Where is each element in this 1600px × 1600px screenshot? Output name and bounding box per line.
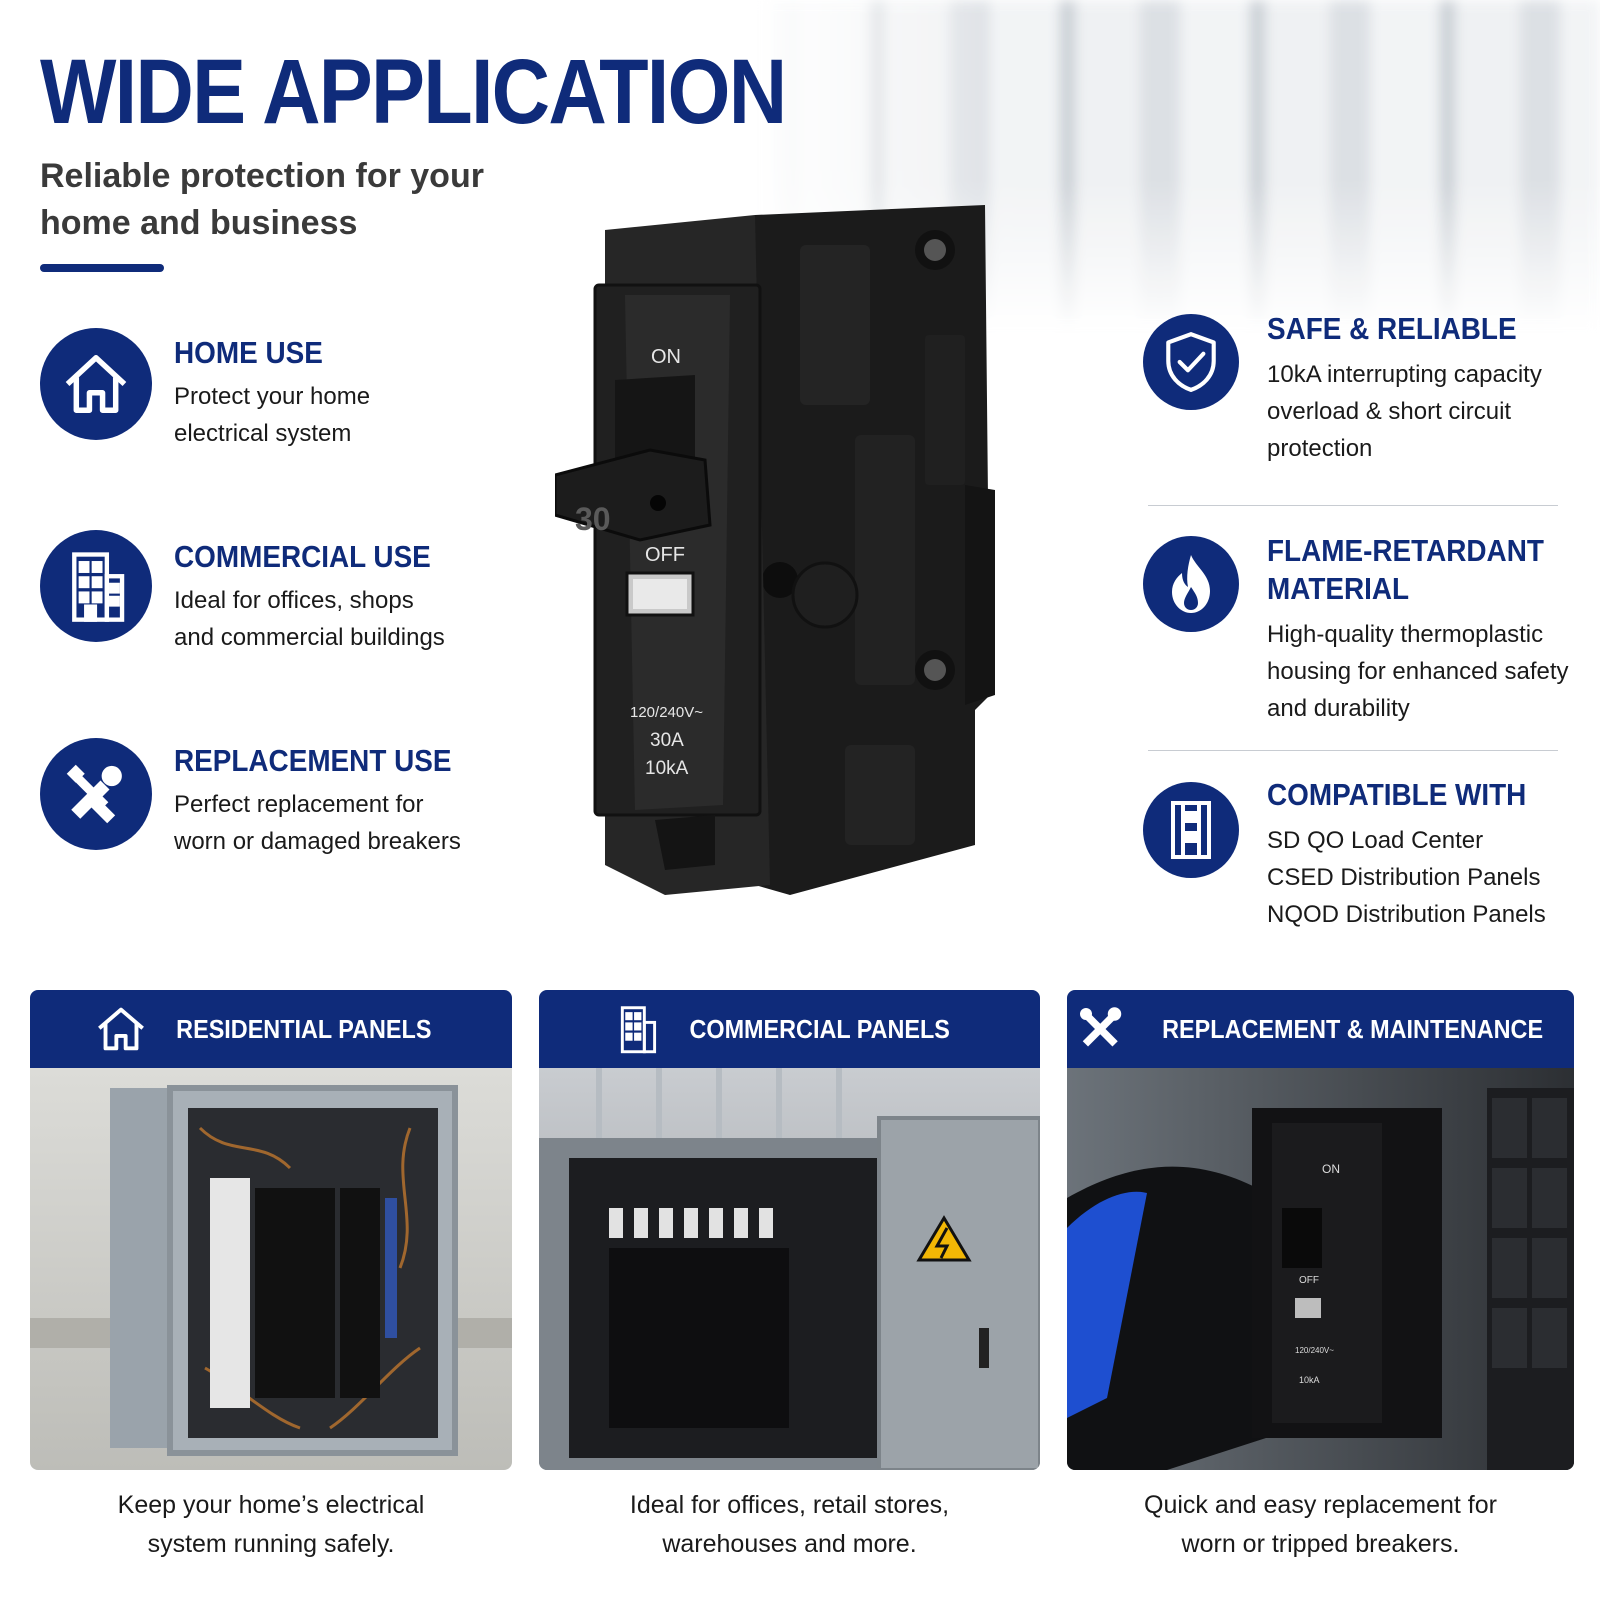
off-label: OFF — [1299, 1275, 1319, 1286]
feature-description: 10kA interrupting capacity overload & sh… — [1267, 361, 1542, 462]
card-commercial-panels: COMMERCIAL PANELS — [539, 990, 1040, 1470]
building-icon — [40, 530, 152, 642]
page-subtitle: Reliable protection for your home and bu… — [40, 157, 484, 242]
off-label: OFF — [645, 544, 685, 566]
handle-rating: 30 — [575, 501, 611, 537]
card-title: REPLACEMENT & MAINTENANCE — [1162, 1013, 1543, 1044]
feature-title: COMPATIBLE WITH — [1267, 777, 1527, 812]
page-title: WIDE APPLICATION — [40, 41, 787, 143]
house-icon — [98, 1007, 145, 1051]
feature-flame-retardant: FLAME-RETARDANT MATERIAL High-quality th… — [1143, 533, 1575, 727]
feature-compatible-with: COMPATIBLE WITH SD QO Load Center CSED D… — [1143, 777, 1555, 933]
feature-description: Perfect replacement for worn or damaged … — [174, 791, 461, 855]
current-label: 30A — [650, 730, 684, 751]
feature-title: HOME USE — [174, 335, 323, 370]
warning-sign-icon — [916, 1215, 972, 1262]
on-label: ON — [1322, 1162, 1340, 1176]
card-caption: Keep your home’s electrical system runni… — [117, 1491, 425, 1558]
on-label: ON — [651, 346, 681, 368]
house-icon — [40, 328, 152, 440]
card-title: RESIDENTIAL PANELS — [176, 1013, 432, 1044]
feature-title: SAFE & RELIABLE — [1267, 311, 1517, 346]
commercial-panel-image — [539, 1068, 1040, 1470]
feature-commercial-use: COMMERCIAL USE Ideal for offices, shops … — [40, 530, 459, 656]
feature-description: SD QO Load Center CSED Distribution Pane… — [1267, 827, 1546, 928]
card-header: REPLACEMENT & MAINTENANCE — [1067, 990, 1574, 1068]
voltage-label: 120/240V~ — [630, 704, 703, 721]
divider — [1148, 750, 1558, 751]
capacity-label: 10kA — [1299, 1375, 1320, 1385]
shield-check-icon — [1143, 314, 1239, 410]
card-header: RESIDENTIAL PANELS — [30, 990, 512, 1068]
circuit-breaker-image: 30 ON OFF 120/240V~ 30A 10kA — [555, 205, 995, 895]
feature-title-line2: MATERIAL — [1267, 571, 1410, 606]
card-caption: Quick and easy replacement for worn or t… — [1144, 1491, 1497, 1558]
card-title: COMMERCIAL PANELS — [689, 1013, 950, 1044]
feature-description: Ideal for offices, shops and commercial … — [174, 587, 445, 651]
feature-description: Protect your home electrical system — [174, 383, 371, 447]
card-header: COMMERCIAL PANELS — [539, 990, 1040, 1068]
tools-icon — [1079, 1007, 1122, 1047]
feature-safe-reliable: SAFE & RELIABLE 10kA interrupting capaci… — [1143, 311, 1544, 467]
voltage-label: 120/240V~ — [1295, 1346, 1334, 1355]
feature-title: COMMERCIAL USE — [174, 539, 431, 574]
flame-icon — [1143, 536, 1239, 632]
replacement-image: ON OFF 120/240V~ 10kA — [1067, 1068, 1574, 1470]
feature-title: REPLACEMENT USE — [174, 743, 452, 778]
card-residential-panels: RESIDENTIAL PANELS — [30, 990, 512, 1470]
title-underline — [40, 264, 164, 272]
building-icon — [620, 1006, 656, 1054]
panel-icon — [1143, 782, 1239, 878]
residential-panel-image — [30, 1068, 512, 1470]
tools-icon — [40, 738, 152, 850]
card-caption: Ideal for offices, retail stores, wareho… — [629, 1491, 950, 1558]
capacity-label: 10kA — [645, 758, 689, 779]
card-replacement-maintenance: REPLACEMENT & MAINTENANCE ON OFF 120/240… — [1067, 990, 1574, 1470]
feature-home-use: HOME USE Protect your home electrical sy… — [40, 328, 370, 452]
feature-replacement-use: REPLACEMENT USE Perfect replacement for … — [40, 738, 482, 860]
feature-title-line1: FLAME-RETARDANT — [1267, 533, 1544, 568]
feature-description: High-quality thermoplastic housing for e… — [1267, 621, 1569, 722]
divider — [1148, 505, 1558, 506]
